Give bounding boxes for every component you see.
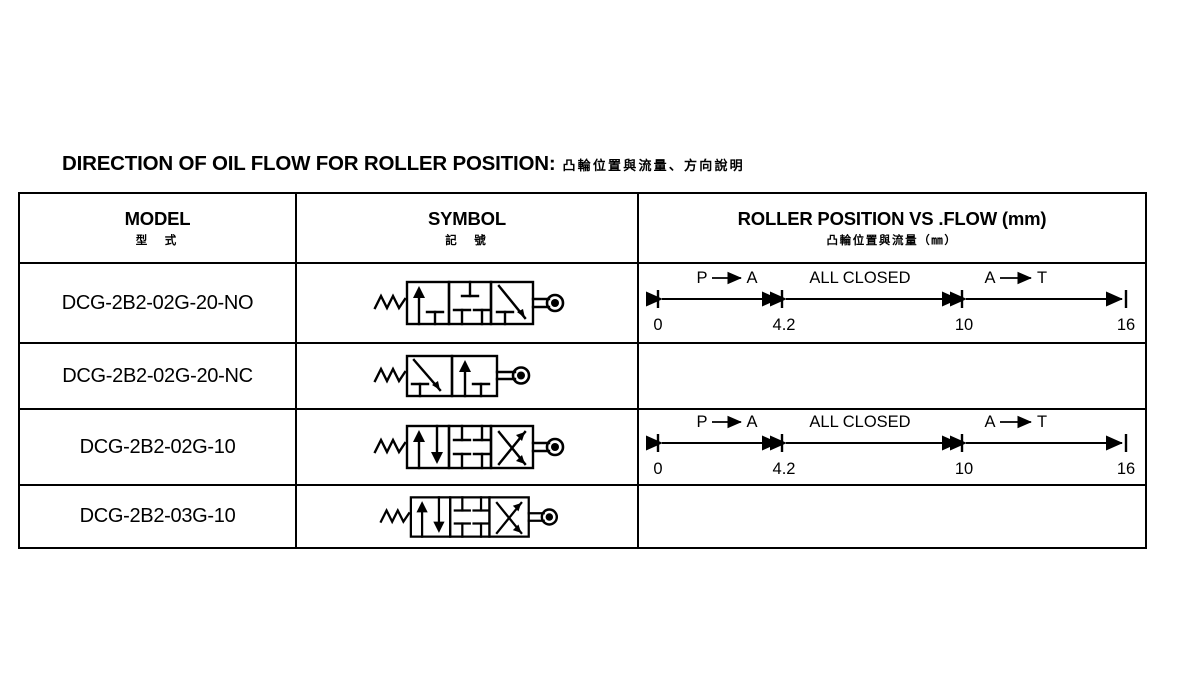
arrowhead-icon — [416, 500, 428, 512]
scale-tick-label: 16 — [1117, 460, 1135, 478]
arrowhead-icon — [512, 502, 522, 511]
roller-center-icon — [545, 512, 554, 521]
valve-symbol-3pos-cross — [373, 424, 565, 470]
arrowhead-icon — [516, 432, 525, 441]
segment-label-p: P — [696, 413, 707, 431]
valve-symbol-2pos-nc — [373, 354, 531, 398]
arrowhead-icon — [413, 286, 425, 298]
segment-label-p: P — [696, 269, 707, 287]
arrowhead-icon — [413, 430, 425, 442]
flow-scale-diagram: P A ALL CLOSED A T — [645, 269, 1135, 334]
arrowhead-icon — [516, 455, 525, 464]
symbol-cell — [295, 484, 639, 549]
symbol-cell — [295, 408, 639, 486]
roller-center-icon — [551, 443, 559, 451]
arrowhead-icon — [512, 523, 522, 533]
table-header: MODEL 型 式 SYMBOL 記 號 ROLLER POSITION VS … — [18, 192, 1147, 264]
column-header-symbol: SYMBOL 記 號 — [295, 192, 639, 264]
arrowhead-icon — [459, 360, 471, 372]
scale-tick-label: 10 — [955, 460, 973, 478]
roller-center-icon — [517, 371, 525, 380]
scale-tick-label: 16 — [1117, 316, 1135, 334]
valve-symbol-3pos-no — [373, 280, 565, 326]
roller-position-flow-table: MODEL 型 式 SYMBOL 記 號 ROLLER POSITION VS … — [18, 192, 1147, 549]
valve-symbol-3pos-cross — [379, 495, 559, 538]
roller-center-icon — [551, 299, 559, 307]
page-title-english: DIRECTION OF OIL FLOW FOR ROLLER POSITIO… — [62, 152, 556, 175]
column-header-roller-position-flow: ROLLER POSITION VS .FLOW (mm) 凸輪位置與流量（㎜） — [637, 192, 1147, 264]
arrowhead-icon — [517, 309, 525, 318]
roller-icon — [540, 507, 559, 526]
spring-icon — [379, 507, 411, 524]
model-name-cell: DCG-2B2-03G-10 — [18, 484, 297, 549]
table-header-row: MODEL 型 式 SYMBOL 記 號 ROLLER POSITION VS … — [18, 192, 1147, 264]
segment-label-all-closed: ALL CLOSED — [809, 413, 910, 431]
column-header-symbol-en: SYMBOL — [428, 207, 506, 229]
column-header-model: MODEL 型 式 — [18, 192, 297, 264]
table-row: DCG-2B2-02G-20-NC — [18, 342, 1147, 410]
table-row: DCG-2B2-03G-10 — [18, 484, 1147, 549]
arrowhead-icon — [431, 452, 443, 464]
model-name-cell: DCG-2B2-02G-20-NO — [18, 262, 297, 344]
segment-label-t: T — [1037, 413, 1047, 431]
scale-tick-label: 10 — [955, 316, 973, 334]
scale-tick-label: 0 — [653, 316, 662, 334]
column-header-model-en: MODEL — [124, 207, 191, 229]
page-title: DIRECTION OF OIL FLOW FOR ROLLER POSITIO… — [62, 152, 745, 176]
column-header-flow-zh: 凸輪位置與流量（㎜） — [826, 235, 958, 248]
spring-icon — [373, 437, 407, 455]
column-header-model-zh: 型 式 — [135, 235, 180, 248]
table-body: DCG-2B2-02G-20-NO — [18, 262, 1147, 549]
table-row: DCG-2B2-02G-20-NO — [18, 262, 1147, 344]
segment-label-a: A — [746, 413, 757, 431]
segment-label-t: T — [1037, 269, 1047, 287]
scale-tick-label: 4.2 — [773, 316, 796, 334]
roller-icon — [511, 366, 531, 385]
page-title-chinese: 凸輪位置與流量、方向說明 — [562, 158, 745, 173]
column-header-symbol-zh: 記 號 — [445, 235, 489, 248]
spring-icon — [373, 293, 407, 311]
spring-icon — [373, 366, 407, 384]
symbol-cell — [295, 342, 639, 410]
arrowhead-icon — [433, 521, 445, 533]
flow-scale-cell-empty — [637, 342, 1147, 410]
segment-label-a2: A — [984, 269, 995, 287]
scale-tick-label: 0 — [653, 460, 662, 478]
column-header-flow-en: ROLLER POSITION VS .FLOW (mm) — [737, 207, 1047, 229]
flow-scale-cell-empty — [637, 484, 1147, 549]
roller-icon — [545, 437, 565, 457]
model-name-cell: DCG-2B2-02G-20-NC — [18, 342, 297, 410]
arrowhead-icon — [432, 381, 440, 390]
scale-tick-label: 4.2 — [773, 460, 796, 478]
model-name-cell: DCG-2B2-02G-10 — [18, 408, 297, 486]
flow-scale-diagram: P A ALL CLOSED A T — [645, 413, 1135, 478]
symbol-cell — [295, 262, 639, 344]
segment-label-a2: A — [984, 413, 995, 431]
segment-label-all-closed: ALL CLOSED — [809, 269, 910, 287]
roller-icon — [545, 293, 565, 313]
table-row: DCG-2B2-02G-10 — [18, 408, 1147, 486]
flow-scale-cell: P A ALL CLOSED A T — [637, 408, 1147, 486]
segment-label-a: A — [746, 269, 757, 287]
flow-scale-cell: P A ALL CLOSED A T — [637, 262, 1147, 344]
